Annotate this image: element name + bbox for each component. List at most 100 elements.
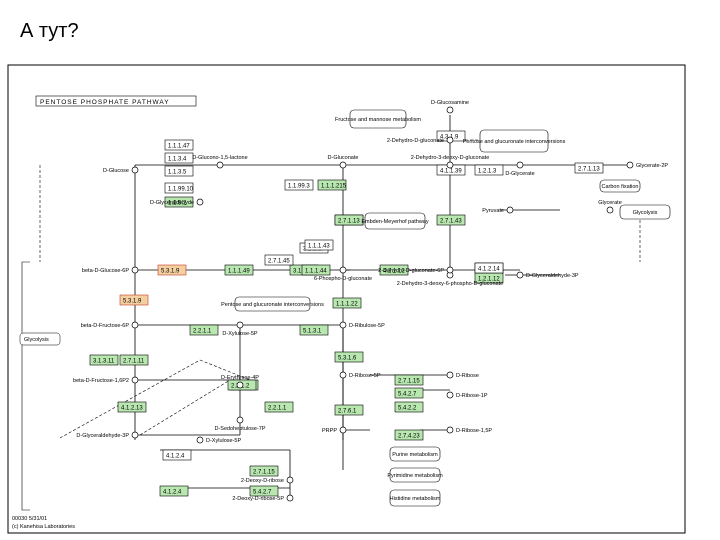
compound-c20[interactable]: Pyruvate [482, 206, 514, 214]
enzyme-e34[interactable]: 2.2.1.1 [264, 401, 294, 413]
enzyme-e15[interactable]: 1.1.1.43 [304, 239, 334, 251]
enzyme-label: 1.1.99.3 [288, 184, 310, 190]
compound-c31[interactable]: D-Xylulose-5P [196, 436, 241, 444]
compound-c3[interactable]: D-Glucose [103, 166, 139, 174]
map-box [479, 129, 549, 153]
compound-c19[interactable]: 2-Deoxy-D-ribose-5P [232, 494, 294, 502]
compound-c24[interactable]: Glycerate-2P [626, 161, 668, 169]
compound-c28[interactable]: D-Glucosamine [431, 100, 469, 114]
enzyme-e32[interactable]: 4.1.2.13 [117, 401, 147, 413]
compound-c29[interactable]: 2-Dehydro-D-gluconate [387, 136, 454, 144]
enzyme-e36[interactable]: 5.3.1.6 [334, 351, 364, 363]
compound-c13[interactable]: D-Erythrose-4P [221, 375, 259, 389]
enzyme-e1[interactable]: 1.1.1.47 [164, 139, 194, 151]
map-m5[interactable]: Purine metabolism [389, 446, 441, 462]
map-m10[interactable]: Carbon fixation [599, 179, 641, 193]
map-m8[interactable]: Fructose and mannose metabolism [335, 109, 421, 129]
map-m3[interactable]: Glycolysis [619, 204, 671, 220]
enzyme-e28[interactable]: 2.2.1.1 [189, 324, 219, 336]
enzyme-e16[interactable]: 2.7.1.43 [436, 214, 466, 226]
enzyme-e7[interactable]: 5.3.1.9 [119, 294, 149, 306]
compound-label: D-Glucono-1,5-lactone [192, 155, 247, 161]
enzyme-e44[interactable]: 4.1.2.4 [159, 485, 189, 497]
enzyme-e37[interactable]: 2.7.6.1 [334, 404, 364, 416]
enzyme-box [164, 152, 194, 164]
enzyme-e39[interactable]: 5.4.2.7 [394, 387, 424, 399]
enzyme-label: 1.1.3.5 [168, 170, 187, 176]
map-m6[interactable]: Pyrimidine metabolism [387, 467, 443, 483]
compound-c18[interactable]: 2-Deoxy-D-ribose [241, 476, 294, 484]
map-box [349, 109, 407, 129]
map-m7[interactable]: Histidine metabolism [390, 489, 441, 507]
enzyme-label: 5.1.3.1 [303, 329, 322, 335]
map-m9[interactable]: Pentose and glucuronate interconversions [221, 296, 324, 312]
enzyme-e31[interactable]: 2.7.1.11 [119, 354, 149, 366]
enzyme-e38[interactable]: 2.7.1.15 [394, 374, 424, 386]
enzyme-e13[interactable]: 1.1.1.215 [317, 179, 347, 191]
compound-c12[interactable]: D-Sedoheptulose-7P [214, 416, 266, 432]
compound-group: D-GluconateD-Glucono-1,5-lactoneD-Glucos… [73, 100, 668, 502]
map-box [364, 212, 426, 230]
compound-c26[interactable]: 2-Dehydro-3-deoxy-D-gluconate [411, 155, 490, 169]
enzyme-e3[interactable]: 1.1.3.5 [164, 165, 194, 177]
enzyme-e43[interactable]: 2.7.1.15 [249, 465, 279, 477]
enzyme-e42[interactable]: 4.1.2.4 [162, 449, 192, 461]
enzyme-e14[interactable]: 2.7.1.13 [334, 214, 364, 226]
compound-c17[interactable]: D-Ribose-1,5P [446, 426, 492, 434]
compound-label: D-Glyceraldehyde-3P [526, 273, 579, 279]
compound-dot [339, 266, 347, 274]
enzyme-label: 5.3.1.6 [338, 356, 357, 362]
compound-c8[interactable]: 6-Phospho-D-gluconate [314, 266, 372, 282]
enzyme-box [157, 264, 187, 276]
enzyme-e4[interactable]: 1.1.99.10 [164, 182, 194, 194]
compound-c4[interactable]: beta-D-Glucose-6P [82, 266, 139, 274]
enzyme-e24[interactable]: 1.2.1.3 [474, 164, 504, 176]
compound-c10[interactable]: D-Xylulose-5P [222, 321, 258, 337]
compound-c9[interactable]: D-Ribulose-5P [339, 321, 385, 329]
compound-c22[interactable]: D-Glyceraldehyde [150, 198, 204, 206]
compound-c25[interactable]: Glycerate [598, 200, 622, 214]
map-label: Glycolysis [633, 210, 658, 216]
compound-c7[interactable]: D-Glyceraldehyde-3P [76, 431, 139, 439]
enzyme-label: 1.1.5.2 [168, 201, 187, 207]
compound-dot [131, 431, 139, 439]
enzyme-e6[interactable]: 5.3.1.9 [157, 264, 187, 276]
compound-c6[interactable]: beta-D-Fructose-1,6P2 [73, 376, 139, 384]
compound-c1[interactable]: D-Gluconate [328, 155, 359, 169]
enzyme-e2[interactable]: 1.1.3.4 [164, 152, 194, 164]
enzyme-e26[interactable]: 2.7.1.45 [264, 254, 294, 266]
compound-dot [131, 321, 139, 329]
compound-c23[interactable]: D-Glyceraldehyde-3P [516, 271, 579, 279]
enzyme-e18[interactable]: 4.2.1.12 [379, 264, 409, 276]
enzyme-e25[interactable]: 2.7.1.13 [574, 162, 604, 174]
map-m4[interactable]: Pentose and glucuronate interconversions [463, 129, 566, 153]
compound-c2[interactable]: D-Glucono-1,5-lactone [192, 155, 248, 169]
compound-c15[interactable]: D-Ribose [446, 371, 479, 379]
compound-dot [446, 106, 454, 114]
compound-c14[interactable]: PRPP [322, 426, 347, 434]
enzyme-box [474, 262, 504, 274]
map-label: Purine metabolism [392, 452, 438, 458]
compound-dot [286, 494, 294, 502]
enzyme-e40[interactable]: 5.4.2.2 [394, 401, 424, 413]
map-m1[interactable]: Embden-Meyerhof pathway [361, 212, 429, 230]
enzyme-e8[interactable]: 1.1.1.49 [224, 264, 254, 276]
enzyme-e27[interactable]: 1.1.1.22 [332, 297, 362, 309]
compound-c5[interactable]: beta-D-Fructose-6P [81, 321, 139, 329]
enzyme-e17[interactable]: 1.1.1.44 [301, 264, 331, 276]
compound-c11[interactable]: D-Ribose-5P [339, 371, 381, 379]
enzyme-label: 5.4.2.2 [398, 406, 417, 412]
compound-label: beta-D-Fructose-6P [81, 323, 130, 329]
compound-c16[interactable]: D-Ribose-1P [446, 391, 488, 399]
enzyme-e30[interactable]: 3.1.3.11 [89, 354, 119, 366]
enzyme-e45[interactable]: 5.4.2.7 [249, 485, 279, 497]
enzyme-box [164, 182, 194, 194]
enzyme-box [284, 179, 314, 191]
enzyme-e21[interactable]: 4.1.2.14 [474, 262, 504, 274]
compound-c21[interactable]: D-Glycerate [505, 161, 535, 177]
enzyme-e41[interactable]: 2.7.4.23 [394, 429, 424, 441]
enzyme-e35[interactable]: 5.1.3.1 [299, 324, 329, 336]
enzyme-e12[interactable]: 1.1.99.3 [284, 179, 314, 191]
compound-c30[interactable]: 2-Dehydro-D-gluconate-6P [378, 266, 454, 274]
enzyme-e5[interactable]: 1.1.5.2 [164, 196, 194, 208]
